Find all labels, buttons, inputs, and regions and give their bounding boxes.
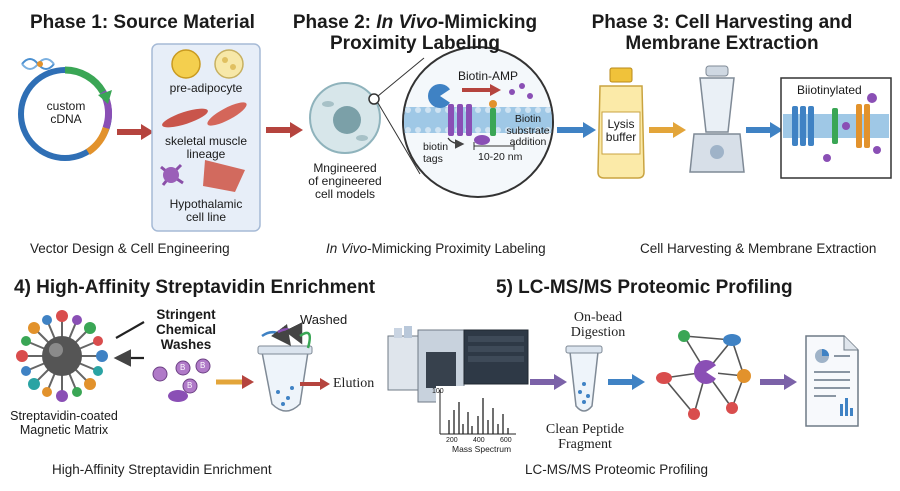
engineered-cell-label: Mngineered of engineered cell models — [300, 161, 390, 202]
skeletal-muscle-icon — [162, 102, 247, 128]
biotin-tags-line2: tags — [423, 152, 443, 165]
phase3-title: Phase 3: Cell Harvesting and Membrane Ex… — [572, 12, 872, 55]
skeletal-muscle-line1: skeletal muscle — [164, 134, 248, 148]
protein-network-icon — [656, 330, 751, 420]
phase3-title-line1: Phase 3: Cell Harvesting and — [591, 12, 853, 33]
stringent-washes-label: Stringent Chemical Washes — [142, 307, 230, 353]
zoom-lines — [377, 57, 425, 175]
phase2-title-line1: Phase 2: In Vivo-Mimicking — [290, 12, 540, 34]
phase2-title-italic: In Vivo — [376, 12, 438, 33]
lysis-buffer-line2: buffer — [605, 130, 637, 145]
ms-tick-100: 100 — [432, 388, 444, 395]
washes-line3: Washes — [160, 336, 212, 352]
phase1-title: Phase 1: Source Material — [30, 12, 255, 33]
phase2-title-rest: -Mimicking — [437, 12, 538, 33]
biotin-beads-icon — [152, 358, 211, 402]
plasmid-label: custom cDNA — [40, 99, 92, 127]
engineered-cell-label-line2: of engineered — [308, 174, 382, 189]
engineered-cell-label-line3: cell models — [314, 187, 376, 202]
biotin-tags-label: biotin tags — [423, 141, 449, 165]
hypothalamic-line1: Hypothalamic — [169, 197, 243, 211]
lc-ms-instrument-icon — [387, 326, 529, 403]
pre-adipocyte-icon — [171, 49, 244, 79]
plasmid-icon — [18, 58, 113, 161]
distance-label: 10-20 nm — [478, 151, 523, 163]
washed-label: Washed — [300, 312, 348, 327]
biotin-substrate-line2: substrate — [506, 124, 550, 137]
biotin-substrate-line3: addition — [509, 136, 547, 149]
phase2-title-prefix: Phase 2: — [292, 12, 377, 33]
bead-b-label-2: B — [180, 363, 186, 372]
phase2-caption-italic: In Vivo — [326, 241, 368, 256]
report-document-icon — [805, 335, 859, 427]
plasmid-label-line1: custom — [46, 99, 86, 113]
phase5-title: 5) LC-MS/MS Proteomic Profiling — [496, 277, 793, 298]
hypothalamic-neuron-icon — [160, 160, 245, 192]
elution-label: Elution — [333, 376, 375, 391]
matrix-line1: Streptavidin-coated — [10, 409, 118, 423]
bead-b-label-1: B — [168, 369, 174, 378]
bead-b-label-3: B — [200, 361, 206, 370]
phase2-caption: In Vivo-Mimicking Proximity Labeling — [326, 241, 546, 257]
engineered-cell-icon — [309, 82, 381, 154]
magnetic-matrix-label: Streptavidin-coated Magnetic Matrix — [6, 409, 122, 438]
magnetic-bead-icon — [16, 310, 108, 402]
phase3-title-line2: Membrane Extraction — [625, 32, 819, 54]
biotinylated-label: Biiotinylated — [797, 83, 862, 97]
ms-tick-600: 600 — [500, 437, 512, 444]
elution-tube-icon — [257, 322, 313, 412]
phase4-title: 4) High-Affinity Streptavidin Enrichment — [14, 277, 376, 298]
digestion-line1: On-bead — [573, 310, 623, 325]
skeletal-muscle-line2: lineage — [186, 147, 226, 162]
phase2-title-line2: Proximity Labeling — [330, 32, 500, 54]
blender-icon — [689, 65, 745, 173]
lysis-buffer-label: Lysis buffer — [602, 117, 640, 145]
phase4-caption: High-Affinity Streptavidin Enrichment — [52, 462, 272, 477]
ms-tick-200: 200 — [446, 437, 458, 444]
biotin-amp-label: Biotin-AMP — [458, 69, 519, 83]
lysis-buffer-line1: Lysis — [607, 117, 635, 131]
plasmid-label-line2: cDNA — [50, 112, 82, 127]
clean-peptide-label: Clean Peptide Fragment — [536, 422, 634, 453]
on-bead-digestion-label: On-bead Digestion — [560, 310, 636, 341]
washes-line2: Chemical — [155, 321, 217, 337]
biotin-substrate-line1: Biotin — [514, 113, 542, 125]
peptide-line1: Clean Peptide — [545, 422, 625, 437]
phase1-caption: Vector Design & Cell Engineering — [30, 241, 230, 256]
cell-type-pre-adipocyte: pre-adipocyte — [169, 81, 243, 95]
mass-spectrum-label: Mass Spectrum — [452, 444, 512, 454]
peptide-tube-icon — [565, 345, 603, 412]
phase3-caption: Cell Harvesting & Membrane Extraction — [640, 241, 877, 256]
biotinylated-membrane-panel — [780, 77, 892, 179]
ms-tick-400: 400 — [473, 437, 485, 444]
washes-line1: Stringent — [156, 307, 216, 322]
phase2-caption-rest: -Mimicking Proximity Labeling — [367, 241, 546, 256]
proximity-zoom-circle — [402, 46, 554, 198]
matrix-line2: Magnetic Matrix — [19, 422, 109, 437]
wash-arrows — [116, 321, 145, 358]
cell-type-skeletal-muscle: skeletal muscle lineage — [152, 134, 260, 162]
digestion-line2: Digestion — [570, 325, 626, 341]
phase2-title: Phase 2: In Vivo-Mimicking Proximity Lab… — [290, 12, 540, 55]
lysis-buffer-bottle-icon — [597, 67, 645, 179]
engineered-cell-label-line1: Mngineered — [313, 161, 377, 175]
biotin-substrate-label: Biotin substrate addition — [500, 113, 556, 149]
mass-spectrum-chart — [436, 386, 518, 436]
hypothalamic-line2: cell line — [185, 210, 227, 225]
phase5-caption: LC-MS/MS Proteomic Profiling — [525, 462, 709, 477]
peptide-line2: Fragment — [558, 437, 612, 453]
cell-type-hypothalamic: Hypothalamic cell line — [152, 197, 260, 225]
bead-b-label-4: B — [187, 381, 193, 390]
biotin-tags-line1: biotin — [423, 141, 449, 153]
